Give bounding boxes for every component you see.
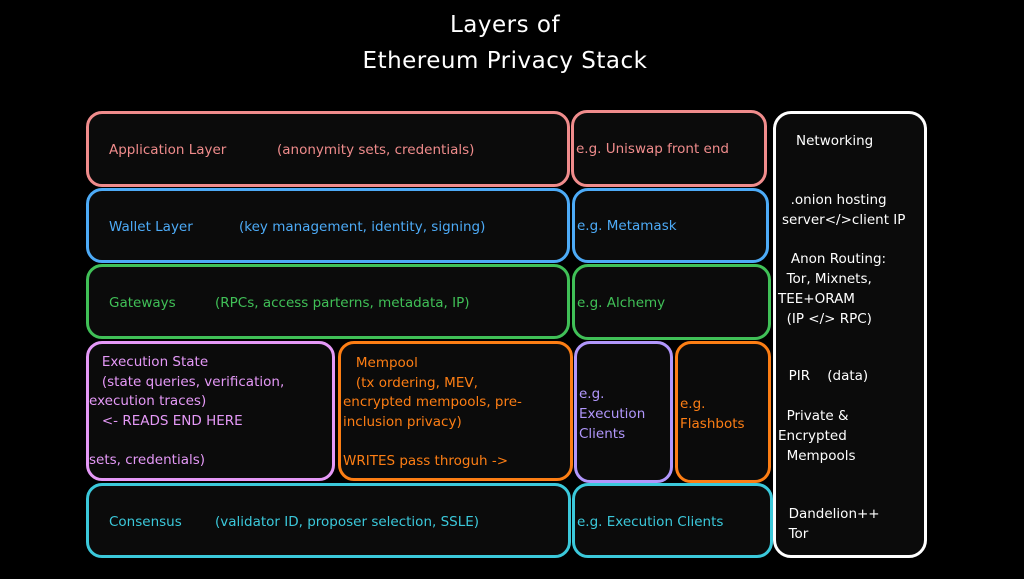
networking-pir: PIR (data) [780, 368, 869, 384]
consensus-example-box: e.g. Execution Clients [572, 483, 773, 558]
mempool-text: Mempool (tx ordering, MEV, encrypted mem… [343, 355, 522, 469]
wallet-example-box: e.g. Metamask [572, 188, 769, 263]
gateways-layer-name: Gateways [109, 295, 176, 311]
mempool-box: Mempool (tx ordering, MEV, encrypted mem… [338, 341, 573, 481]
application-layer-box: Application Layer (anonymity sets, crede… [86, 111, 570, 187]
networking-box: Networking .onion hosting server</>clien… [773, 111, 927, 558]
application-layer-desc: (anonymity sets, credentials) [277, 142, 475, 158]
consensus-example: e.g. Execution Clients [577, 514, 724, 530]
flashbots-example: e.g. Flashbots [680, 396, 745, 432]
consensus-layer-desc: (validator ID, proposer selection, SSLE) [215, 514, 480, 530]
application-example: e.g. Uniswap front end [576, 141, 729, 157]
networking-title: Networking [796, 133, 874, 149]
gateways-layer-box: Gateways (RPCs, access parterns, metadat… [86, 264, 570, 339]
wallet-layer-name: Wallet Layer [109, 219, 193, 235]
application-layer-name: Application Layer [109, 142, 227, 158]
gateways-example-box: e.g. Alchemy [572, 264, 771, 340]
wallet-layer-desc: (key management, identity, signing) [239, 219, 486, 235]
networking-routing: Anon Routing: Tor, Mixnets, TEE+ORAM (IP… [778, 251, 887, 327]
flashbots-example-box: e.g. Flashbots [675, 341, 771, 483]
networking-onion: .onion hosting server</>client IP [782, 192, 906, 228]
consensus-layer-box: Consensus (validator ID, proposer select… [86, 483, 571, 558]
diagram-title-line2: Ethereum Privacy Stack [362, 48, 648, 74]
gateways-layer-desc: (RPCs, access parterns, metadata, IP) [215, 295, 470, 311]
networking-mempools: Private & Encrypted Mempools [778, 408, 856, 464]
consensus-layer-name: Consensus [109, 514, 182, 530]
wallet-example: e.g. Metamask [577, 218, 677, 234]
application-example-box: e.g. Uniswap front end [571, 110, 767, 187]
wallet-layer-box: Wallet Layer (key management, identity, … [86, 188, 570, 263]
gateways-example: e.g. Alchemy [577, 295, 666, 311]
execution-clients-example: e.g. Execution Clients [579, 386, 646, 442]
execution-state-box: Execution State (state queries, verifica… [86, 341, 335, 481]
execution-clients-example-box: e.g. Execution Clients [574, 341, 673, 483]
diagram-title-line1: Layers of [449, 12, 561, 38]
execution-state-text: Execution State (state queries, verifica… [89, 354, 285, 468]
networking-dandelion: Dandelion++ Tor [788, 506, 880, 542]
